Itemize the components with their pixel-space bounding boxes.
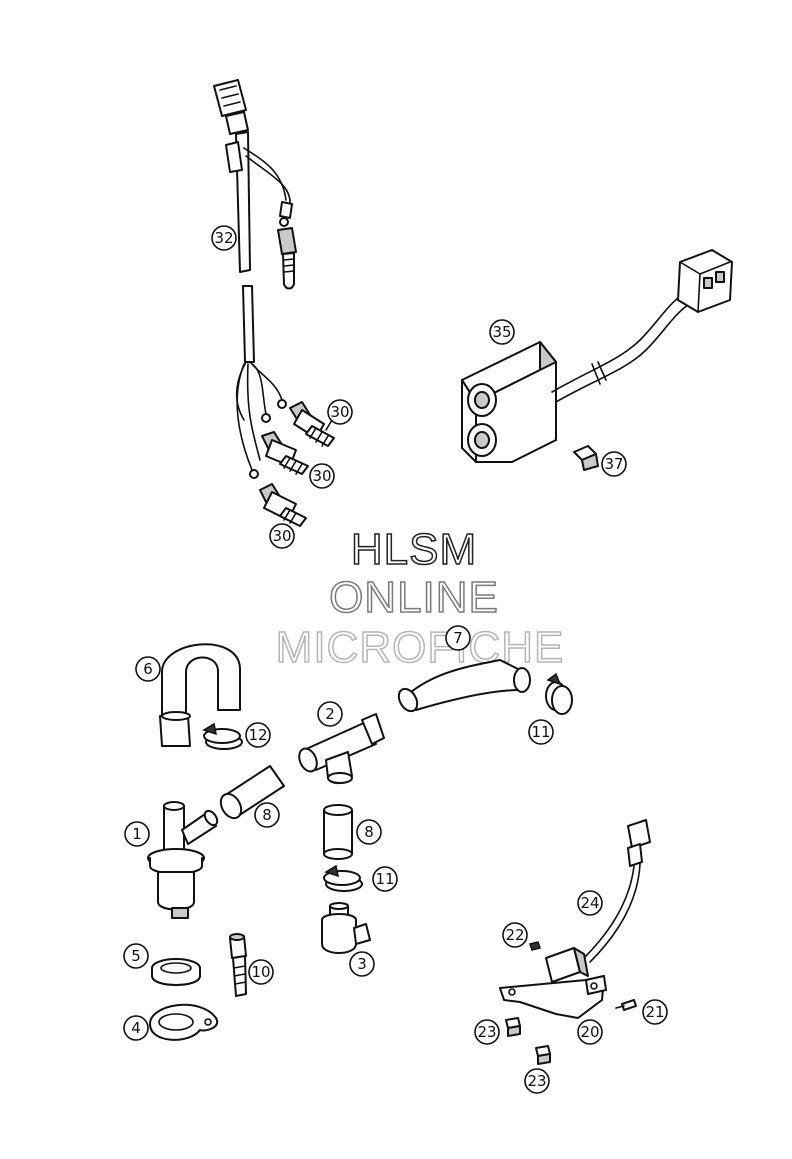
svg-text:7: 7 bbox=[453, 629, 463, 647]
svg-text:1: 1 bbox=[132, 825, 142, 843]
switch-30-upper bbox=[289, 401, 335, 447]
watermark-line1: HLSM bbox=[351, 525, 477, 574]
svg-text:8: 8 bbox=[364, 823, 374, 841]
bent-hose-7 bbox=[397, 659, 531, 713]
callout-7: 7 bbox=[445, 625, 471, 651]
svg-text:12: 12 bbox=[248, 726, 267, 744]
t-piece-2 bbox=[298, 713, 385, 784]
svg-text:21: 21 bbox=[645, 1003, 664, 1021]
screw-21 bbox=[615, 999, 637, 1011]
callout-2: 2 bbox=[317, 701, 343, 727]
watermark-line2: ONLINE bbox=[329, 573, 499, 622]
screw-23-lower bbox=[535, 1045, 551, 1065]
clamp-11-lower bbox=[323, 864, 363, 892]
clamp-11-upper bbox=[545, 672, 573, 715]
svg-text:22: 22 bbox=[505, 926, 524, 944]
callout-37: 37 bbox=[601, 451, 627, 477]
callout-6: 6 bbox=[135, 656, 161, 682]
svg-text:23: 23 bbox=[477, 1023, 496, 1041]
svg-text:3: 3 bbox=[357, 955, 367, 973]
callout-23-upper: 23 bbox=[474, 1019, 500, 1045]
callout-30-upper: 30 bbox=[327, 399, 353, 425]
svg-text:6: 6 bbox=[143, 660, 153, 678]
callout-32: 32 bbox=[211, 225, 237, 251]
sensor-assembly bbox=[499, 819, 651, 1019]
callout-11-upper: 11 bbox=[528, 719, 554, 745]
svg-text:24: 24 bbox=[580, 894, 599, 912]
svg-text:5: 5 bbox=[131, 947, 141, 965]
callout-21: 21 bbox=[642, 999, 668, 1025]
watermark: HLSM ONLINE MICROFICHE bbox=[275, 524, 565, 673]
callout-5: 5 bbox=[123, 943, 149, 969]
svg-text:35: 35 bbox=[492, 323, 511, 341]
svg-text:23: 23 bbox=[527, 1072, 546, 1090]
hose-8-left bbox=[219, 765, 285, 820]
callout-20: 20 bbox=[577, 1019, 603, 1045]
svg-text:32: 32 bbox=[214, 229, 233, 247]
callout-8-left: 8 bbox=[254, 802, 280, 828]
svg-text:2: 2 bbox=[325, 705, 335, 723]
gasket-4 bbox=[149, 1003, 219, 1041]
svg-text:11: 11 bbox=[531, 723, 550, 741]
callout-11-lower: 11 bbox=[372, 866, 398, 892]
svg-text:4: 4 bbox=[131, 1019, 141, 1037]
callout-10: 10 bbox=[248, 959, 274, 985]
control-unit-35 bbox=[461, 249, 733, 463]
callout-23-lower: 23 bbox=[524, 1068, 550, 1094]
callout-30-lower: 30 bbox=[269, 523, 295, 549]
callout-12: 12 bbox=[245, 722, 271, 748]
callout-8-right: 8 bbox=[356, 819, 382, 845]
elbow-fitting-3 bbox=[321, 902, 371, 954]
callout-1: 1 bbox=[124, 821, 150, 847]
svg-text:20: 20 bbox=[580, 1023, 599, 1041]
hose-8-right bbox=[323, 804, 353, 860]
callout-22: 22 bbox=[502, 922, 528, 948]
svg-text:11: 11 bbox=[375, 870, 394, 888]
svg-text:37: 37 bbox=[604, 455, 623, 473]
bolt-10 bbox=[229, 933, 247, 997]
wiring-harness-32 bbox=[213, 79, 297, 479]
callout-24: 24 bbox=[577, 890, 603, 916]
screw-37 bbox=[573, 445, 599, 471]
svg-text:30: 30 bbox=[312, 467, 331, 485]
svg-text:30: 30 bbox=[330, 403, 349, 421]
callout-30-middle: 30 bbox=[309, 463, 335, 489]
valve-1 bbox=[147, 801, 219, 919]
switch-30-middle bbox=[261, 431, 309, 475]
callout-35: 35 bbox=[489, 319, 515, 345]
ring-5 bbox=[151, 958, 201, 986]
u-hose-6 bbox=[159, 643, 241, 747]
leader-lines bbox=[325, 419, 333, 431]
watermark-line3: MICROFICHE bbox=[276, 623, 565, 672]
svg-text:30: 30 bbox=[272, 527, 291, 545]
callout-3: 3 bbox=[349, 951, 375, 977]
screw-23-upper bbox=[505, 1017, 521, 1037]
svg-text:10: 10 bbox=[251, 963, 270, 981]
callout-4: 4 bbox=[123, 1015, 149, 1041]
clamp-12 bbox=[202, 722, 243, 750]
switch-30-lower bbox=[259, 483, 307, 527]
svg-text:8: 8 bbox=[262, 806, 272, 824]
